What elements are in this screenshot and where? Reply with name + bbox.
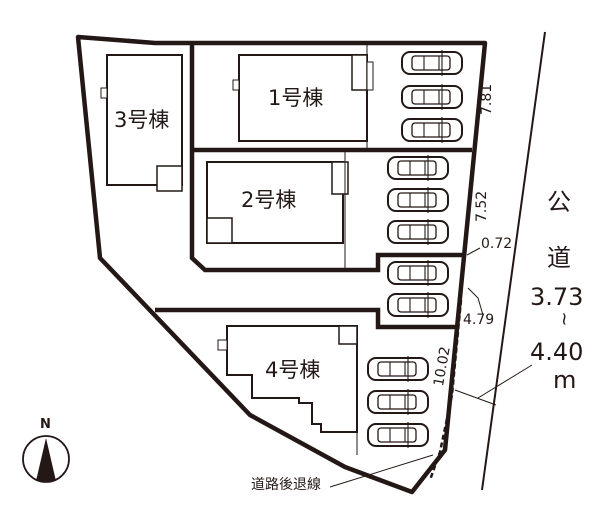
building-3-outline (106, 54, 183, 186)
setback-line (428, 299, 463, 481)
lot2-lot4-divider (155, 307, 457, 330)
lot3-divider (189, 43, 462, 273)
building-4-label: 4号棟 (265, 358, 321, 382)
road-tilde: ~ (553, 311, 575, 327)
road-char-1: 公 (547, 188, 571, 216)
road-width-min: 3.73 (530, 283, 584, 311)
setback-label: 道路後退線 (251, 477, 321, 493)
parking-lot4 (367, 355, 429, 449)
north-arrow-icon (22, 435, 70, 483)
dimension-lot2: 7.52 (474, 190, 490, 222)
building-2-label: 2号棟 (241, 188, 297, 212)
road-char-2: 道 (547, 244, 571, 272)
dimension-jog: 0.72 (481, 236, 513, 252)
road-width-max: 4.40 (530, 338, 584, 366)
compass-label: N (40, 417, 51, 432)
building-2-outline (206, 161, 344, 244)
dimension-lot1: 7.81 (479, 83, 495, 115)
parking-lot2 (387, 154, 449, 319)
property-boundary (75, 34, 488, 495)
building-3-label: 3号棟 (114, 108, 170, 132)
dimension-lot2-extra: 4.79 (463, 312, 495, 328)
road-unit: m (553, 366, 577, 394)
parking-lot1 (401, 49, 463, 144)
building-1-label: 1号棟 (268, 86, 324, 110)
road-edge-line (481, 31, 546, 491)
